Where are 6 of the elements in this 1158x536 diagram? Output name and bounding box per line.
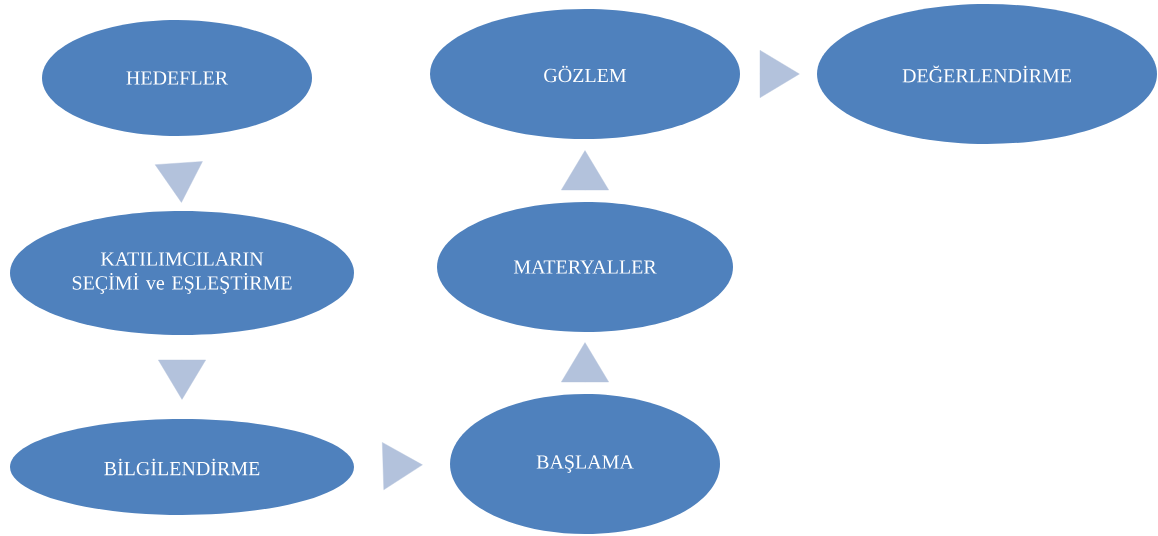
arrow xyxy=(759,50,800,98)
arrow xyxy=(561,150,609,191)
arrow xyxy=(158,359,206,400)
arrow xyxy=(561,342,609,383)
arrow xyxy=(382,442,423,490)
arrow xyxy=(154,161,203,203)
